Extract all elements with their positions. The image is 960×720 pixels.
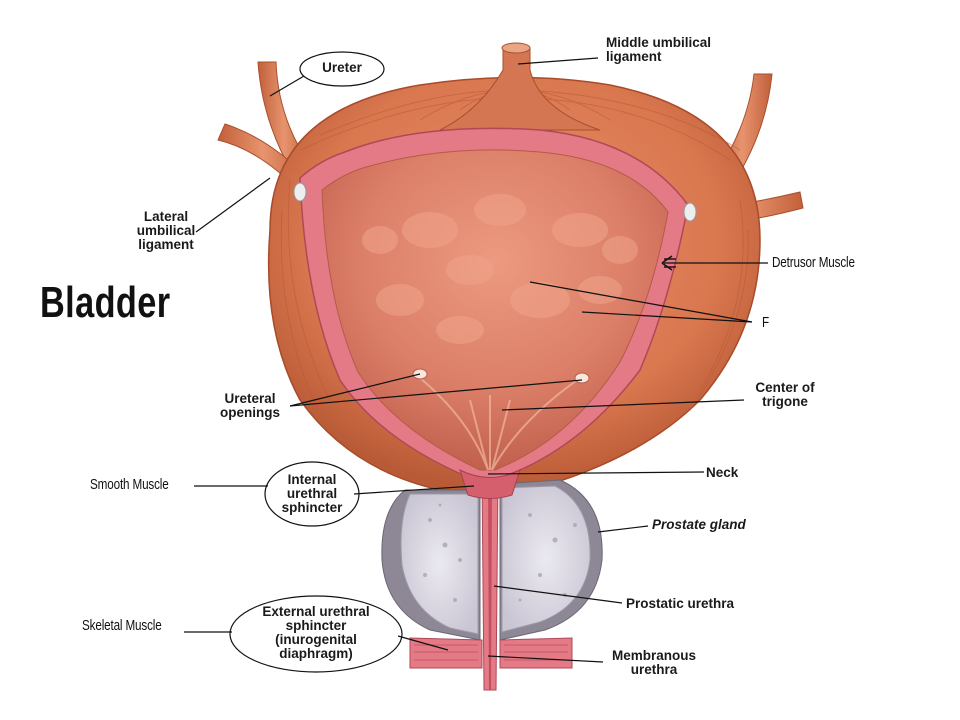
internal-sphincter-shape xyxy=(459,469,521,499)
leader-lines xyxy=(184,57,768,663)
rugae xyxy=(362,194,638,344)
internal-sphincter-ellipse xyxy=(264,461,360,527)
page-title: Bladder xyxy=(40,278,171,327)
label-ureteral-openings: Ureteral openings xyxy=(220,391,280,420)
trigone-streaks xyxy=(419,377,581,471)
label-ureter: Ureter xyxy=(322,60,362,75)
external-sphincter-ellipse xyxy=(229,595,403,673)
label-prostate-gland: Prostate gland xyxy=(652,517,746,532)
label-smooth-muscle: Smooth Muscle xyxy=(90,476,169,493)
label-f: F xyxy=(762,314,769,331)
label-prostatic-urethra: Prostatic urethra xyxy=(626,596,735,611)
external-sphincter-shape xyxy=(409,637,573,669)
label-membranous-urethra: Membranous urethra xyxy=(611,648,696,677)
label-detrusor-muscle: Detrusor Muscle xyxy=(772,254,855,271)
label-middle-umbilical-ligament: Middle umbilical ligament xyxy=(606,35,712,64)
label-skeletal-muscle: Skeletal Muscle xyxy=(82,617,162,634)
label-internal-urethral-sphincter: Internal urethral sphincter xyxy=(281,472,343,515)
label-lateral-umbilical-ligament: Lateral umbilical ligament xyxy=(136,209,196,252)
ureter-label-ellipse xyxy=(299,51,385,87)
arrow-icon xyxy=(661,255,676,271)
right-ureteral-opening xyxy=(574,372,590,384)
label-external-urethral-sphincter: External urethral sphincter (inurogenita… xyxy=(262,604,370,661)
label-center-of-trigone: Center of trigone xyxy=(755,380,815,409)
middle-umbilical-ligament xyxy=(439,47,601,131)
label-neck: Neck xyxy=(706,465,739,480)
